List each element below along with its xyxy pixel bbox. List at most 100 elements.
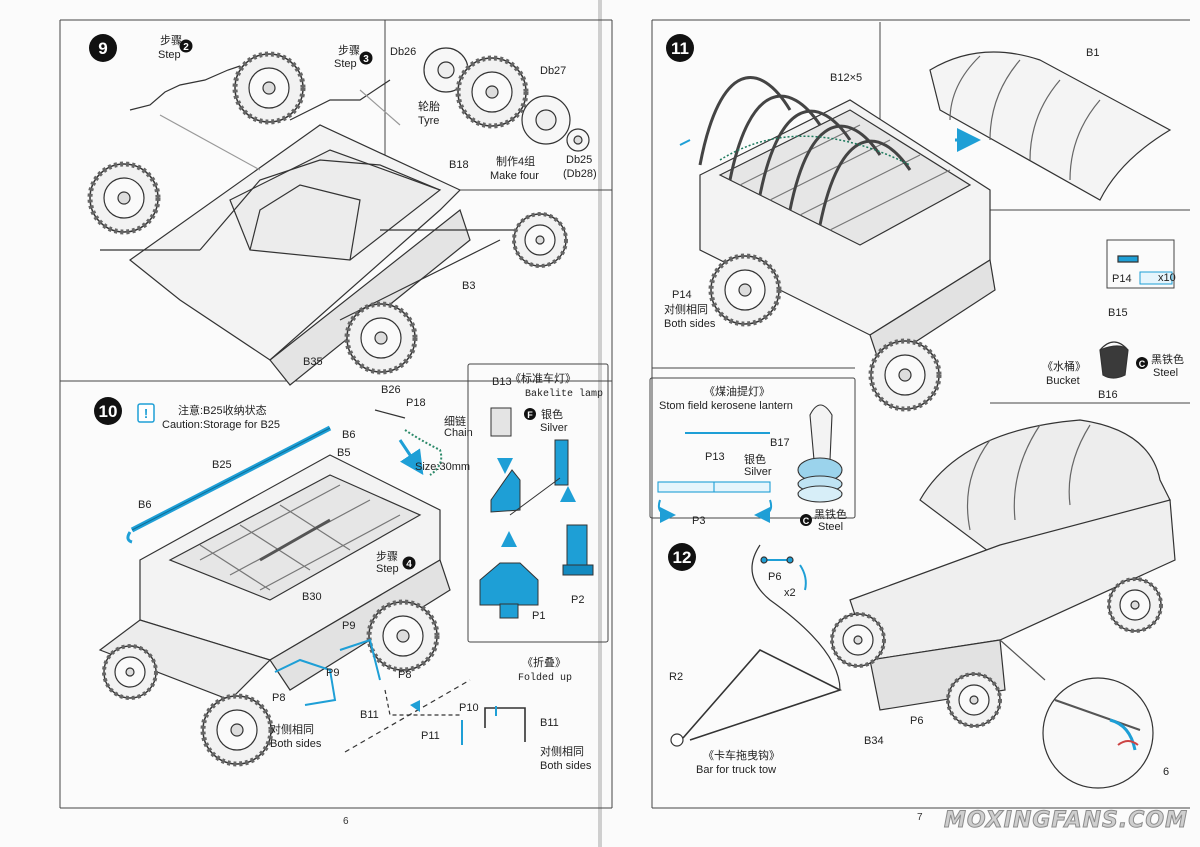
x2-count: x2 [784,587,796,599]
part-b11-folded: B11 [540,717,559,729]
step2-badge [179,39,193,53]
part-b16: B16 [1098,389,1118,401]
section-frames-left [59,19,613,809]
paint-code-f: F [527,410,533,420]
part-b17: B17 [770,437,790,449]
part-p2: P2 [571,594,584,606]
part-b6-left: B6 [138,499,151,511]
part-b26: B26 [381,384,401,396]
part-p1: P1 [532,610,545,622]
part-db26: Db26 [390,46,416,58]
part-b13: B13 [492,376,512,388]
part-p9-lower: P9 [326,667,339,679]
part-b18: B18 [449,159,469,171]
step2-en-label: Step [158,49,181,61]
part-b11-main: B11 [360,709,379,721]
part-p10: P10 [459,702,479,714]
step4-cn-label: 步骤 [376,550,398,563]
both-sides-en-11: Both sides [664,318,716,330]
lantern-cn: 《煤油提灯》 [704,384,770,398]
part-db28: (Db28) [563,168,597,180]
part-db25: Db25 [566,154,592,166]
both-sides2-cn: 对侧相同 [540,744,584,758]
part-p11: P11 [421,730,440,742]
step9-number: 9 [98,39,107,58]
part-p8-right: P8 [398,669,411,681]
folded-en: Folded up [518,672,572,684]
part-p14-detail: P14 [1112,273,1132,285]
part-p18: P18 [406,397,426,409]
part-b6-top: B6 [342,429,355,441]
both-sides2-en: Both sides [540,760,592,772]
bucket-cn: 《水桶》 [1042,359,1086,373]
part-b30: B30 [302,591,322,603]
steel2-cn: 黑铁色 [814,507,847,521]
x10-count: x10 [1158,272,1176,284]
step4-en-label: Step [376,563,399,575]
part-p8-left: P8 [272,692,285,704]
step12-drawing [670,419,1176,789]
part-b15: B15 [1108,307,1128,319]
step10-labels: 注意:B25收纳状态 Caution:Storage for B25 B26 P… [138,371,603,772]
watermark: MOXINGFANS.COM [943,808,1188,834]
svg-text:!: ! [144,406,148,421]
step9-badge: 9 [89,34,117,62]
part-db27: Db27 [540,65,566,77]
part-r2: R2 [669,671,683,683]
lamp-en: Bakelite lamp [525,388,603,400]
part-b34: B34 [864,735,884,747]
step10-badge: 10 [94,397,122,425]
both-sides-cn: 对侧相同 [270,722,314,736]
silver-cn-11: 银色 [744,452,766,466]
part-b3: B3 [462,280,475,292]
step12-badge: 12 [668,543,696,571]
paint-code-c2: C [803,516,810,526]
paint-code-f-icon [524,408,536,420]
silver-en-11: Silver [744,466,772,478]
page-number-right: 7 [917,812,923,823]
step2-cn-label: 步骤 [160,34,182,47]
step9-labels: 步骤 Step 2 步骤 Step 3 Db26 Db27 轮胎 Tyre Db… [158,34,597,368]
step3-num: 3 [363,54,369,65]
chain-cn: 细链 [444,414,466,428]
paint-code-c-icon [1136,357,1148,369]
paint-code-c2-icon [800,514,812,526]
caution-box: ! [137,403,155,423]
step3-en-label: Step [334,58,357,70]
part-b1: B1 [1086,47,1099,59]
silver-en: Silver [540,422,568,434]
steel2-en: Steel [818,521,843,533]
step11-badge: 11 [666,34,694,62]
part-b5: B5 [337,447,350,459]
part-b12: B12×5 [830,72,862,84]
part-p6-detail: P6 [768,571,781,583]
step4-num: 4 [406,559,412,570]
step10-number: 10 [99,402,118,421]
make-four-en: Make four [490,170,539,182]
folded-cn: 《折叠》 [522,655,566,669]
step12-labels: P6 x2 R2 《卡车拖曳钩》 Bar for truck tow B34 P… [669,571,1169,778]
tyre-cn-label: 轮胎 [418,99,440,113]
part-p6-main: P6 [910,715,923,727]
detail-num: 6 [1163,766,1169,778]
part-p3: P3 [692,515,705,527]
part-b35: B35 [303,356,323,368]
part-p13: P13 [705,451,725,463]
caution-en: Caution:Storage for B25 [162,419,280,431]
chain-en: Chain [444,427,473,439]
both-sides-cn-11: 对侧相同 [664,302,708,316]
step11-number: 11 [671,39,689,58]
step10-lamp-panel [479,407,594,619]
silver-cn: 银色 [541,407,563,421]
part-b25: B25 [212,459,232,471]
make-four-cn: 制作4组 [496,154,535,168]
part-p14-main: P14 [672,289,692,301]
steel-en: Steel [1153,367,1178,379]
step3-cn-label: 步骤 [338,44,360,57]
step3-badge [359,51,373,65]
step11-labels: B1 B12×5 P14 对侧相同 Both sides P14 x10 B15… [659,47,1184,533]
x10-badge [1139,271,1173,285]
step9-drawing [90,47,590,386]
